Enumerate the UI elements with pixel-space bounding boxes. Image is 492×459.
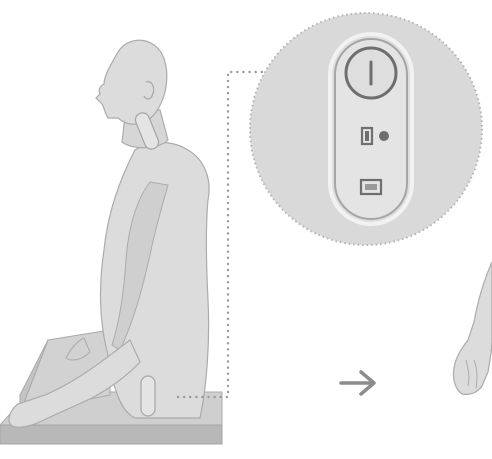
power-button-icon — [346, 48, 396, 98]
next-figure-partial — [453, 262, 492, 395]
arrow-right-icon — [341, 372, 374, 394]
